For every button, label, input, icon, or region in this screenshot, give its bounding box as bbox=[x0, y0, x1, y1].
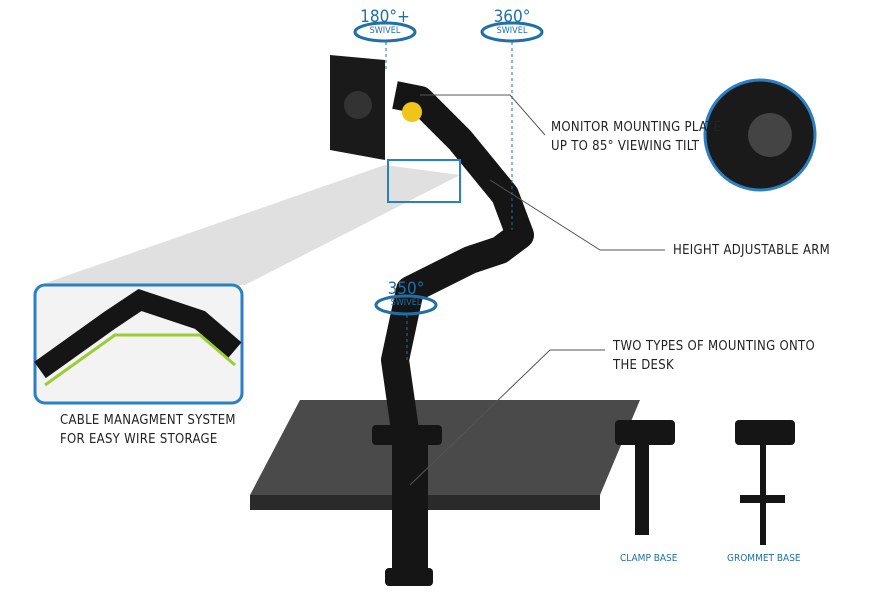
mounting-types-callout: TWO TYPES OF MOUNTING ONTO THE DESK bbox=[613, 339, 815, 373]
clamp-base-label: CLAMP BASE bbox=[620, 553, 678, 564]
cable-management-callout: CABLE MANAGMENT SYSTEM FOR EASY WIRE STO… bbox=[60, 413, 236, 447]
grommet-base-image bbox=[735, 420, 795, 445]
mounting-plate-callout: MONITOR MOUNTING PLATE UP TO 85° VIEWING… bbox=[551, 120, 722, 154]
swivel-arc-icon bbox=[480, 21, 544, 43]
desk bbox=[250, 400, 640, 495]
swivel-arc-icon bbox=[353, 21, 417, 43]
swivel-360: 360° SWIVEL bbox=[493, 7, 531, 36]
clamp-base-image bbox=[615, 420, 675, 445]
zoom-beam bbox=[40, 165, 460, 285]
height-arm-callout: HEIGHT ADJUSTABLE ARM bbox=[673, 243, 831, 258]
swivel-arc-icon bbox=[374, 294, 438, 316]
swivel-180: 180°+ SWIVEL bbox=[360, 7, 410, 36]
grommet-base-label: GROMMET BASE bbox=[727, 553, 801, 564]
clamp bbox=[392, 440, 428, 570]
swivel-350: 350° SWIVEL bbox=[387, 279, 425, 308]
logo-badge bbox=[402, 102, 422, 122]
gas-spring-arm bbox=[381, 81, 534, 432]
